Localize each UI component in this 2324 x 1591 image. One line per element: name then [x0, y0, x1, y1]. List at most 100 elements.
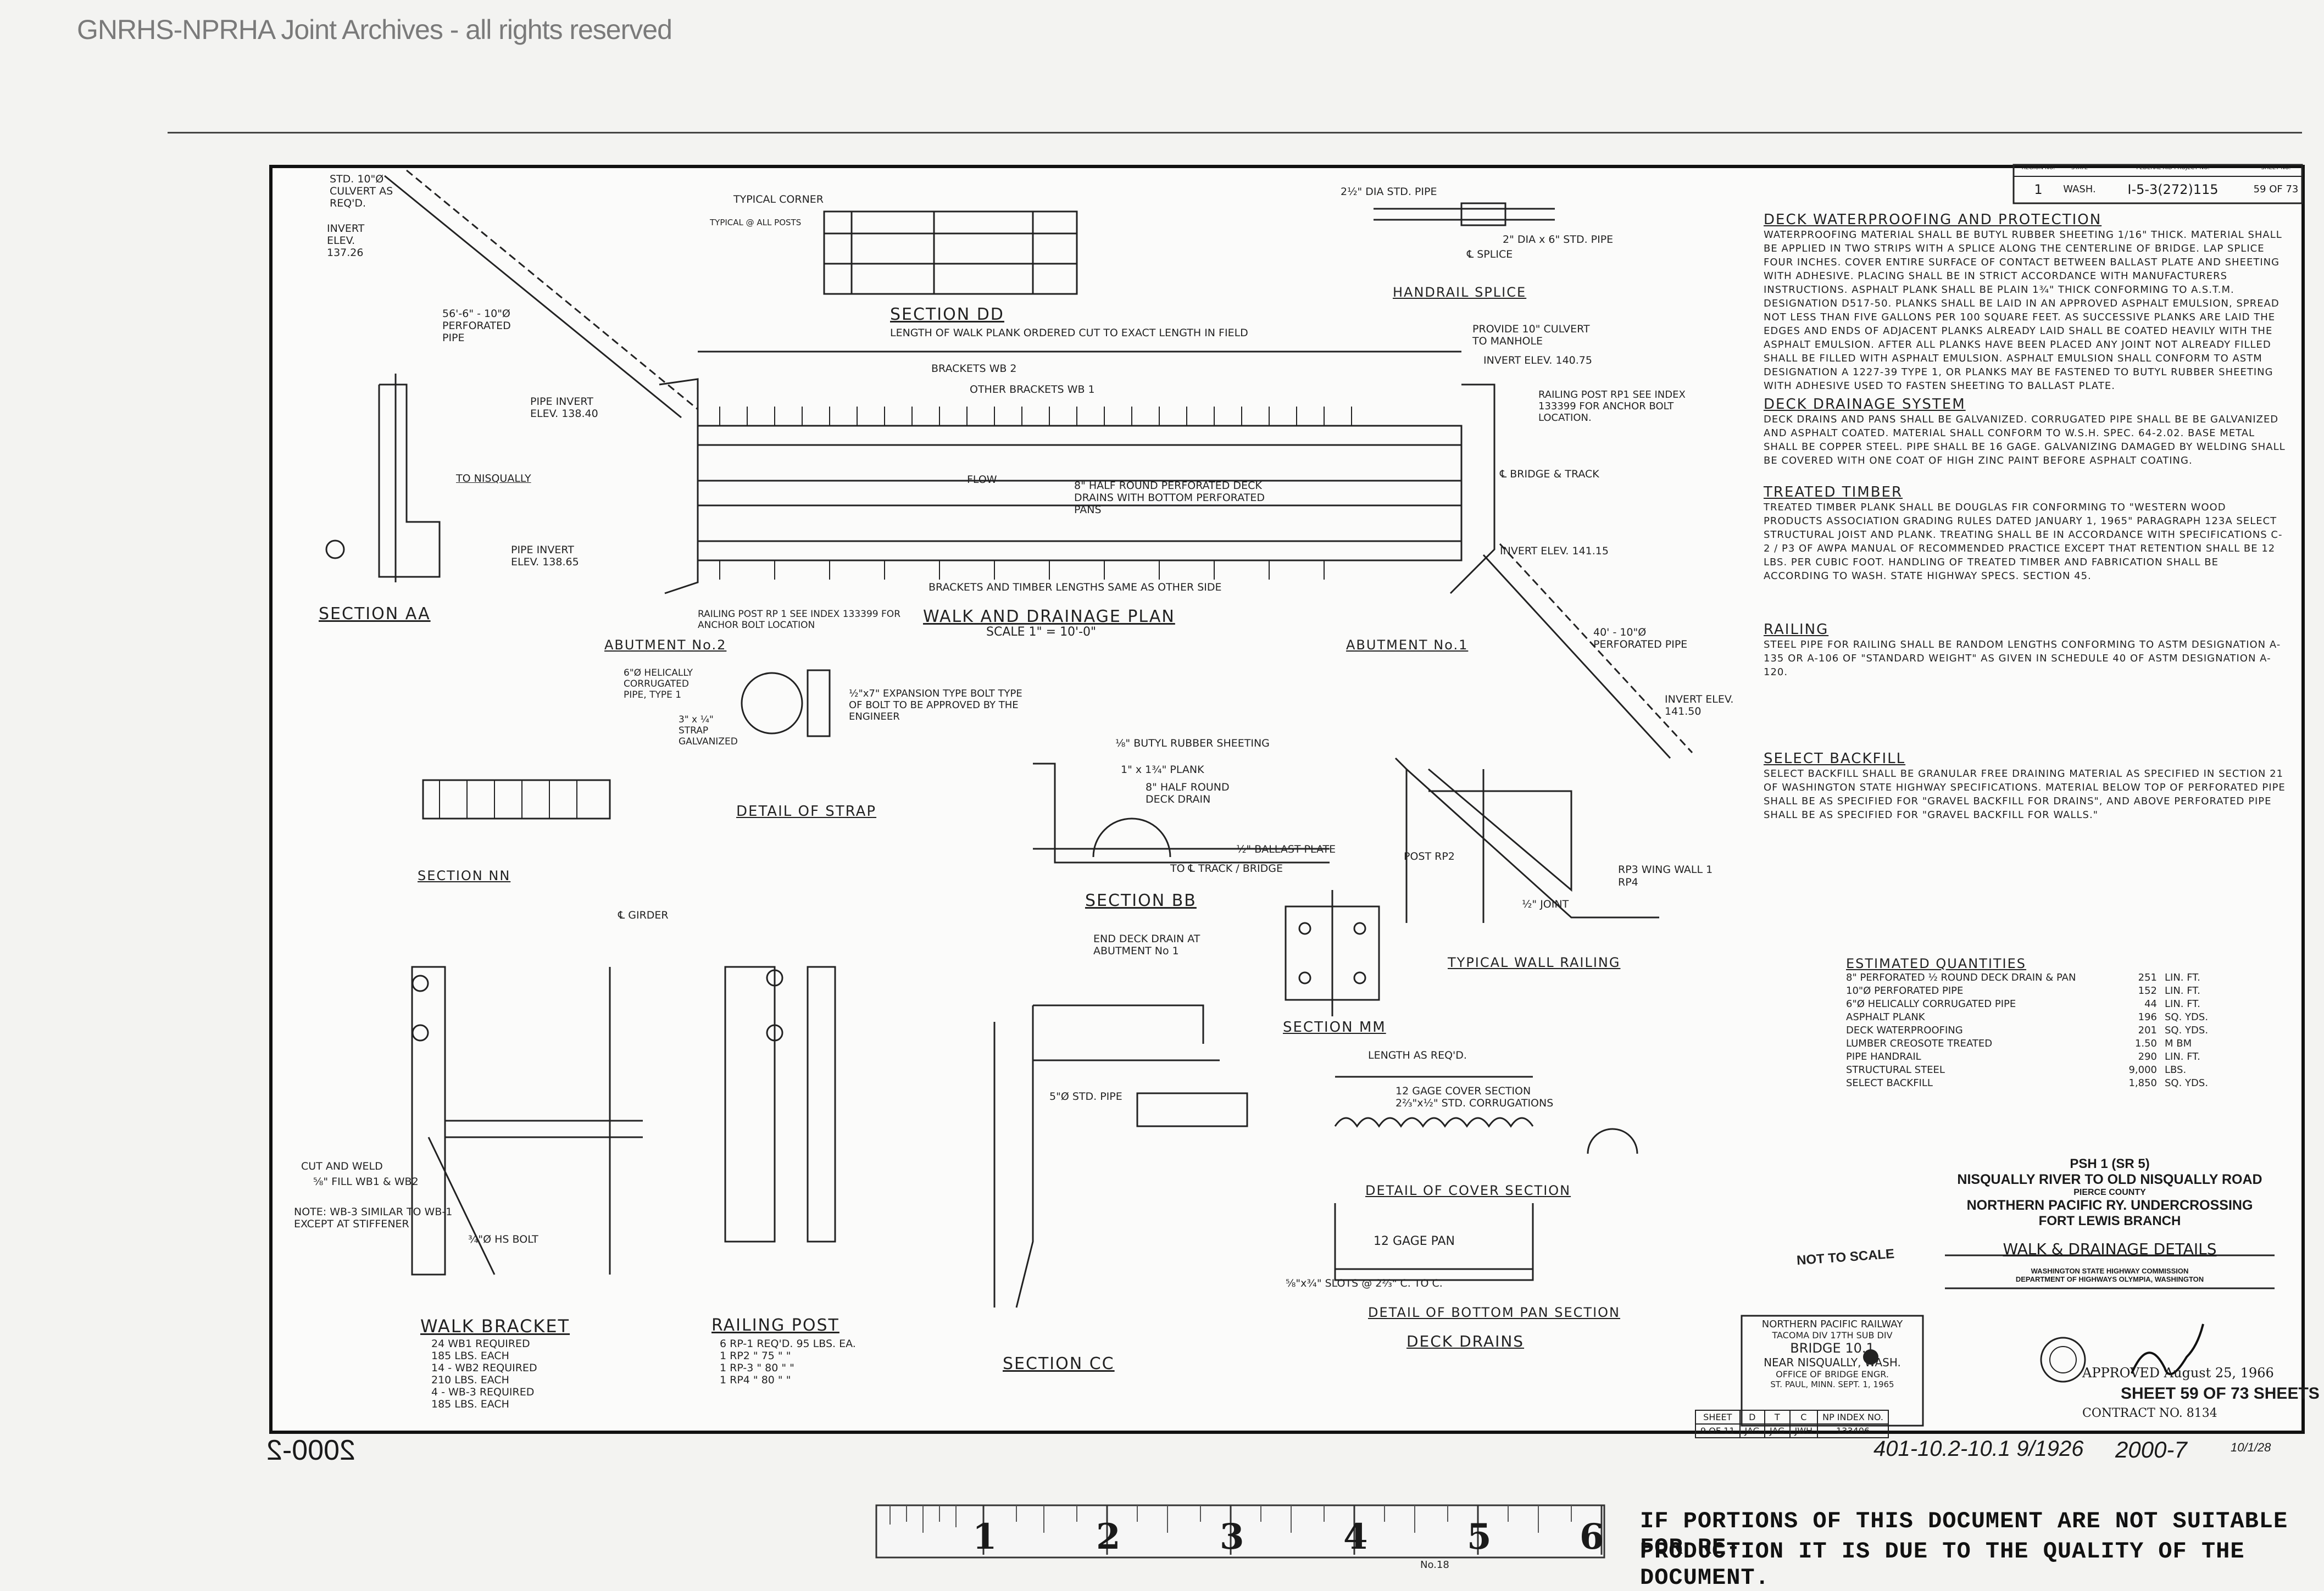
- note-body-0: WATERPROOFING MATERIAL SHALL BE BUTYL RU…: [1764, 229, 2282, 392]
- disclaimer-line-2: PRODUCTION IT IS DUE TO THE QUALITY OF T…: [1640, 1538, 2245, 1591]
- approval-signature: [2131, 1323, 2204, 1376]
- title-section-dd: SECTION DD: [890, 305, 1004, 324]
- label-note-wb3: NOTE: WB-3 SIMILAR TO WB-1 EXCEPT AT STI…: [294, 1206, 453, 1230]
- quantity-item: PIPE HANDRAIL: [1846, 1051, 1921, 1062]
- approved-date: APPROVED August 25, 1966: [2082, 1365, 2274, 1381]
- label-brackets-same: BRACKETS AND TIMBER LENGTHS SAME AS OTHE…: [929, 581, 1222, 593]
- note-body-2: TREATED TIMBER PLANK SHALL BE DOUGLAS FI…: [1764, 502, 2283, 582]
- label-plank: 1" x 1¾" PLANK: [1121, 764, 1204, 776]
- railway-val: 9 OF 11: [1695, 1423, 1741, 1438]
- railway-line-3: BRIDGE 10.1: [1790, 1340, 1875, 1356]
- title-section-bb: SECTION BB: [1085, 891, 1197, 910]
- right-perforated-pipe: [1482, 554, 1671, 759]
- walk-bracket-line: 210 LBS. EACH: [431, 1374, 509, 1386]
- walk-bracket-line: 14 - WB2 REQUIRED: [431, 1362, 537, 1374]
- quantity-value: 251: [2138, 972, 2157, 983]
- label-to-track: TO ℄ TRACK / BRIDGE: [1170, 863, 1283, 875]
- disclaimer-line-1: IF PORTIONS OF THIS DOCUMENT ARE NOT SUI…: [1640, 1508, 2288, 1561]
- sheet-header: REGION NO. STATE FEDERAL AID PROJECT NO.…: [2014, 165, 2302, 202]
- project-line-5: FORT LEWIS BRANCH: [2038, 1214, 2181, 1228]
- section-nn-frame: [422, 779, 611, 820]
- label-railing-post-left: RAILING POST RP 1 SEE INDEX 133399 FOR A…: [698, 609, 901, 631]
- railing-post-line: 1 RP4 " 80 " ": [720, 1374, 791, 1386]
- title-detail-cover: DETAIL OF COVER SECTION: [1365, 1183, 1571, 1198]
- label-std-pipe: 2½" DIA STD. PIPE: [1341, 186, 1437, 198]
- railway-line-4: NEAR NISQUALLY, WASH.: [1764, 1356, 1901, 1369]
- railway-val: JAG: [1764, 1423, 1791, 1438]
- label-pipe-invert-2: PIPE INVERT ELEV. 138.65: [511, 544, 579, 568]
- ruler-number: 1: [972, 1516, 997, 1557]
- commission-line: WASHINGTON STATE HIGHWAY COMMISSION DEPA…: [2015, 1267, 2204, 1283]
- label-ballast-plate: ½" BALLAST PLATE: [1236, 843, 1336, 855]
- project-label: FEDERAL AID PROJECT NO.: [2136, 165, 2210, 171]
- region-label: REGION NO.: [2021, 165, 2055, 171]
- label-bridge-track: ℄ BRIDGE & TRACK: [1500, 468, 1599, 480]
- left-perforated-pipe: [384, 175, 682, 419]
- railway-line-6: ST. PAUL, MINN. SEPT. 1, 1965: [1770, 1379, 1894, 1389]
- quantity-item: DECK WATERPROOFING: [1846, 1025, 1963, 1036]
- label-gage-pan: 12 GAGE PAN: [1374, 1234, 1455, 1248]
- label-half-round: 8" HALF ROUND PERFORATED DECK DRAINS WIT…: [1074, 480, 1265, 516]
- project-line-3: PIERCE COUNTY: [2073, 1188, 2146, 1197]
- drawing-date: 10/1/28: [2231, 1440, 2271, 1454]
- quantity-item: 10"Ø PERFORATED PIPE: [1846, 985, 1964, 997]
- quantity-unit: LBS.: [2165, 1064, 2187, 1076]
- walk-bracket-line: 185 LBS. EACH: [431, 1398, 509, 1410]
- note-heading-0: DECK WATERPROOFING AND PROTECTION: [1764, 212, 2102, 228]
- railway-sheet-table: SHEET D T C NP INDEX NO. 9 OF 11 JAG JAG…: [1695, 1410, 1889, 1438]
- quantity-item: STRUCTURAL STEEL: [1846, 1064, 1945, 1076]
- quantity-item: LUMBER CREOSOTE TREATED: [1846, 1038, 1993, 1049]
- railing-post-line: 6 RP-1 REQ'D. 95 LBS. EA.: [720, 1338, 856, 1350]
- label-std-pipe-cc: 5"Ø STD. PIPE: [1049, 1091, 1122, 1103]
- quantity-item: ASPHALT PLANK: [1846, 1011, 1925, 1023]
- scale-ruler: [875, 1504, 1605, 1559]
- label-half-round-drain: 8" HALF ROUND DECK DRAIN: [1146, 781, 1230, 805]
- bridge-seal-mark: [1863, 1349, 1878, 1365]
- project-line-4: NORTHERN PACIFIC RY. UNDERCROSSING: [1966, 1198, 2253, 1213]
- label-pipe-invert-1: PIPE INVERT ELEV. 138.40: [530, 396, 598, 420]
- railway-line-2: TACOMA DIV 17TH SUB DIV: [1772, 1330, 1893, 1340]
- title-detail-strap: DETAIL OF STRAP: [736, 803, 877, 820]
- railway-head: T: [1764, 1410, 1791, 1425]
- general-notes: DECK WATERPROOFING AND PROTECTION WATERP…: [1764, 212, 2286, 822]
- label-flow: FLOW: [967, 474, 997, 486]
- label-to-nisqually: TO NISQUALLY: [456, 472, 531, 485]
- quantity-unit: M BM: [2165, 1038, 2192, 1049]
- drawing-sheet: [269, 165, 2305, 1434]
- label-splice: ℄ SPLICE: [1467, 248, 1513, 260]
- quantity-row: ASPHALT PLANK 196 SQ. YDS.: [1846, 1011, 2220, 1024]
- label-invert-14115: INVERT ELEV. 141.15: [1500, 545, 1609, 557]
- quantity-unit: LIN. FT.: [2165, 985, 2200, 997]
- project-line-1: PSH 1 (SR 5): [2070, 1156, 2150, 1171]
- railing-post-rp1: [724, 966, 776, 1243]
- quantity-unit: SQ. YDS.: [2165, 1025, 2209, 1036]
- quantity-row: STRUCTURAL STEEL 9,000 LBS.: [1846, 1064, 2220, 1077]
- ruler-number: 3: [1220, 1516, 1244, 1557]
- project-title-block: PSH 1 (SR 5) NISQUALLY RIVER TO OLD NISQ…: [1945, 1156, 2275, 1283]
- label-cut-weld: CUT AND WELD: [301, 1160, 383, 1172]
- quantity-value: 9,000: [2128, 1064, 2157, 1076]
- title-typical-wall-railing: TYPICAL WALL RAILING: [1448, 955, 1621, 970]
- quantity-value: 1.50: [2134, 1038, 2157, 1049]
- title-railing-post: RAILING POST: [711, 1316, 839, 1335]
- quantity-value: 44: [2144, 998, 2157, 1010]
- ruler-number: 6: [1580, 1516, 1604, 1557]
- quantity-value: 196: [2138, 1011, 2157, 1023]
- quantity-unit: SQ. YDS.: [2165, 1011, 2209, 1023]
- railway-val: 133406: [1817, 1423, 1889, 1438]
- cover-corrugations: [1334, 1117, 1534, 1128]
- label-perf-pipe: 56'-6" - 10"Ø PERFORATED PIPE: [442, 308, 511, 344]
- sheet-value: 59 OF 73: [2253, 183, 2299, 195]
- title-handrail-splice: HANDRAIL SPLICE: [1393, 285, 1527, 300]
- sheet-header-frame: [2012, 164, 2303, 204]
- label-provide-culvert: PROVIDE 10" CULVERT TO MANHOLE: [1472, 323, 1590, 347]
- title-detail-bottom-pan: DETAIL OF BOTTOM PAN SECTION: [1368, 1305, 1620, 1320]
- label-length-reqd: LENGTH AS REQ'D.: [1368, 1049, 1467, 1061]
- label-girder: ℄ GIRDER: [618, 909, 669, 921]
- railway-head: SHEET: [1695, 1410, 1741, 1425]
